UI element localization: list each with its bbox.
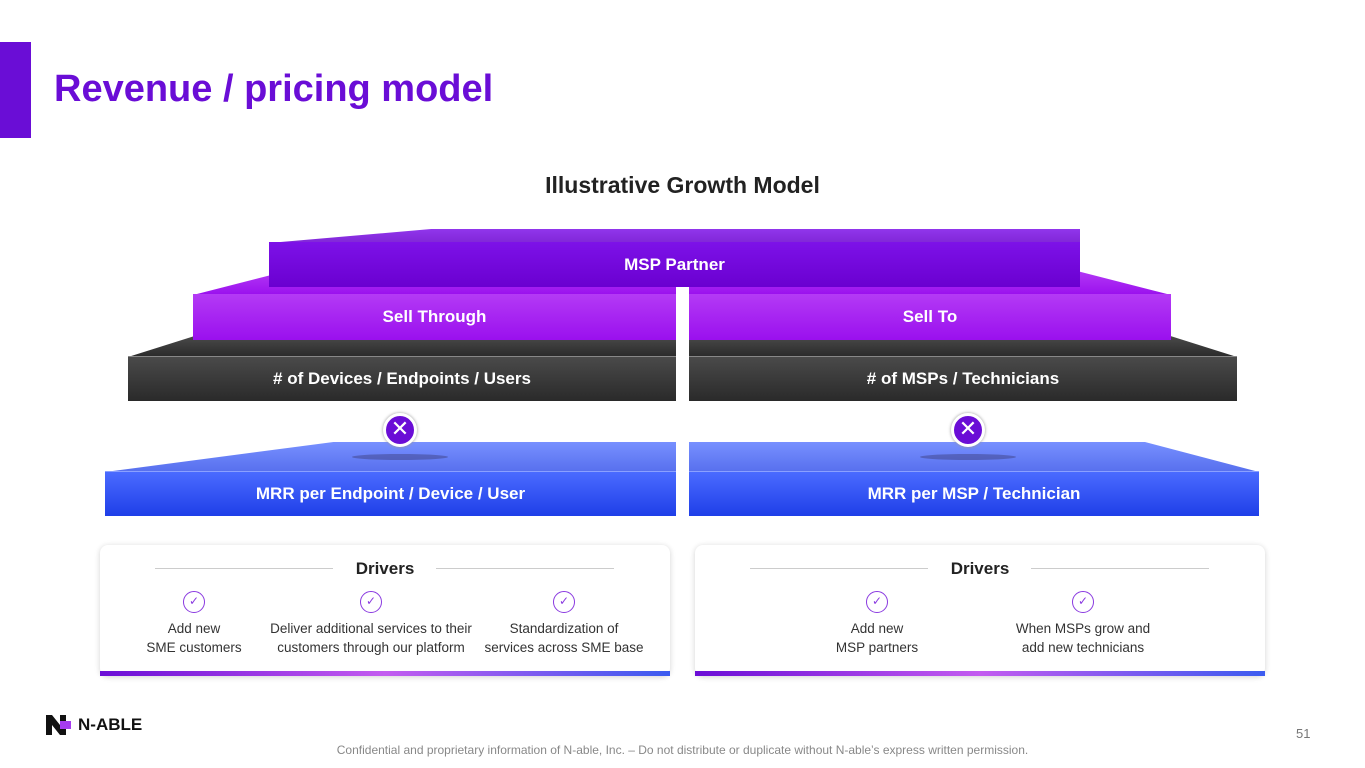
mrr-endpoint-layer: MRR per Endpoint / Device / User xyxy=(105,471,676,516)
confidentiality-footer: Confidential and proprietary information… xyxy=(336,743,1029,757)
center-gap xyxy=(676,287,689,517)
devices-layer: # of Devices / Endpoints / Users xyxy=(128,356,676,401)
mrr-right-top-face xyxy=(689,442,1259,472)
n-able-logo: N-ABLE xyxy=(46,715,142,735)
check-icon: ✓ xyxy=(183,591,205,613)
check-icon: ✓ xyxy=(1072,591,1094,613)
sell-to-layer: Sell To xyxy=(689,294,1171,340)
msp-partner-layer: MSP Partner xyxy=(269,242,1080,287)
sell-through-layer: Sell Through xyxy=(193,294,676,340)
mrr-msp-layer: MRR per MSP / Technician xyxy=(689,471,1259,516)
check-icon: ✓ xyxy=(553,591,575,613)
drivers-heading: Drivers xyxy=(950,559,1010,578)
multiply-shadow xyxy=(352,454,448,460)
page-number: 51 xyxy=(1296,726,1311,741)
page-title: Revenue / pricing model xyxy=(54,68,494,110)
msps-layer: # of MSPs / Technicians xyxy=(689,356,1237,401)
title-accent-bar xyxy=(0,42,31,138)
check-icon: ✓ xyxy=(360,591,382,613)
multiply-shadow xyxy=(920,454,1016,460)
drivers-heading: Drivers xyxy=(355,559,415,578)
multiply-icon: ✕ xyxy=(383,413,417,447)
check-icon: ✓ xyxy=(866,591,888,613)
n-able-logo-icon xyxy=(46,715,71,735)
multiply-icon: ✕ xyxy=(951,413,985,447)
msp-partner-top-face xyxy=(269,229,1080,243)
diagram-title: Illustrative Growth Model xyxy=(545,172,820,198)
